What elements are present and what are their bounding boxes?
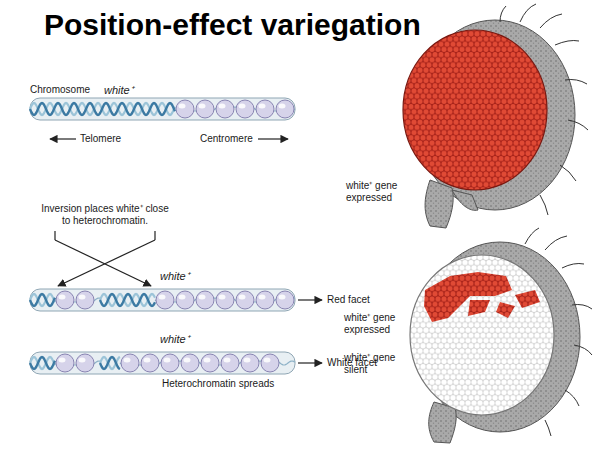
nucleosome-bead bbox=[241, 354, 259, 372]
bead-highlight bbox=[59, 358, 66, 363]
bead-highlight bbox=[224, 358, 231, 363]
result-label: white⁺ gene expressed bbox=[346, 180, 406, 204]
bead-highlight bbox=[184, 358, 191, 363]
nucleosome-bead bbox=[276, 291, 294, 309]
bead-highlight bbox=[239, 104, 246, 109]
direction-label: Telomere bbox=[80, 133, 121, 145]
bead-highlight bbox=[199, 104, 206, 109]
nucleosome-bead bbox=[261, 354, 279, 372]
dna-helix bbox=[100, 357, 120, 369]
telomere-arrow bbox=[50, 138, 76, 139]
nucleosome-bead bbox=[156, 291, 174, 309]
result-label: Red facet bbox=[327, 294, 370, 306]
bead-highlight bbox=[239, 295, 246, 300]
chromosome bbox=[30, 352, 295, 374]
dna-helix bbox=[30, 103, 175, 115]
nucleosome-bead bbox=[256, 100, 274, 118]
nucleosome-bead bbox=[161, 354, 179, 372]
nucleosome-bead bbox=[256, 291, 274, 309]
bead-highlight bbox=[179, 104, 186, 109]
bead-highlight bbox=[79, 295, 86, 300]
chromosome-tube bbox=[30, 98, 295, 120]
bead-highlight bbox=[124, 358, 131, 363]
bead-highlight bbox=[204, 358, 211, 363]
fly-head-red-eye bbox=[403, 4, 588, 228]
chromosome bbox=[30, 289, 295, 311]
bead-highlight bbox=[199, 295, 206, 300]
nucleosome-bead bbox=[216, 291, 234, 309]
chromosome-tube bbox=[30, 352, 295, 374]
nucleosome-bead bbox=[56, 291, 74, 309]
gene-label: white⁺ bbox=[104, 84, 134, 96]
dna-helix bbox=[30, 357, 55, 369]
fly-head-variegated-eye bbox=[410, 228, 592, 443]
dna-helix bbox=[30, 357, 55, 369]
nucleosome-bead bbox=[56, 354, 74, 372]
direction-label: Centromere bbox=[200, 133, 253, 145]
nucleosome-bead bbox=[141, 354, 159, 372]
nucleosome-bead bbox=[76, 291, 94, 309]
nucleosome-bead bbox=[196, 291, 214, 309]
chromosomes bbox=[30, 98, 295, 374]
bead-highlight bbox=[159, 295, 166, 300]
bead-highlight bbox=[219, 295, 226, 300]
dna-helix bbox=[100, 357, 120, 369]
bead-highlight bbox=[59, 295, 66, 300]
nucleosome-bead bbox=[181, 354, 199, 372]
chromosome bbox=[30, 98, 295, 120]
dna-helix bbox=[100, 294, 155, 306]
bead-highlight bbox=[219, 104, 226, 109]
bead-highlight bbox=[179, 295, 186, 300]
dna-helix bbox=[30, 294, 55, 306]
gene-label: white⁺ bbox=[160, 270, 190, 282]
result-label: white⁺ gene expressed bbox=[344, 312, 404, 336]
bead-highlight bbox=[259, 295, 266, 300]
title: Position-effect variegation bbox=[44, 8, 421, 42]
inversion-arrows bbox=[55, 231, 155, 286]
nucleosome-bead bbox=[236, 100, 254, 118]
nucleosome-bead bbox=[221, 354, 239, 372]
bead-highlight bbox=[164, 358, 171, 363]
nucleosome-bead bbox=[201, 354, 219, 372]
note: Heterochromatin spreads bbox=[162, 378, 274, 390]
bead-highlight bbox=[79, 358, 86, 363]
bead-highlight bbox=[279, 104, 286, 109]
nucleosome-bead bbox=[196, 100, 214, 118]
dna-helix bbox=[30, 294, 55, 306]
part-label: Chromosome bbox=[30, 84, 90, 96]
dna-helix bbox=[30, 103, 175, 115]
bead-highlight bbox=[144, 358, 151, 363]
nucleosome-bead bbox=[236, 291, 254, 309]
nucleosome-bead bbox=[176, 100, 194, 118]
bead-highlight bbox=[264, 358, 271, 363]
result-arrow bbox=[298, 362, 322, 363]
bead-highlight bbox=[259, 104, 266, 109]
nucleosome-bead bbox=[276, 100, 294, 118]
result-arrow bbox=[298, 299, 322, 300]
nucleosome-bead bbox=[76, 354, 94, 372]
note: Inversion places white⁺ close to heteroc… bbox=[38, 203, 172, 227]
nucleosome-bead bbox=[216, 100, 234, 118]
bead-highlight bbox=[244, 358, 251, 363]
chromosome-tube bbox=[30, 289, 295, 311]
result-label: white⁺ gene silent bbox=[344, 352, 404, 376]
gene-label: white⁺ bbox=[160, 333, 190, 345]
dna-helix bbox=[100, 294, 155, 306]
bead-highlight bbox=[279, 295, 286, 300]
nucleosome-bead bbox=[176, 291, 194, 309]
centromere-arrow bbox=[258, 138, 288, 139]
nucleosome-bead bbox=[121, 354, 139, 372]
